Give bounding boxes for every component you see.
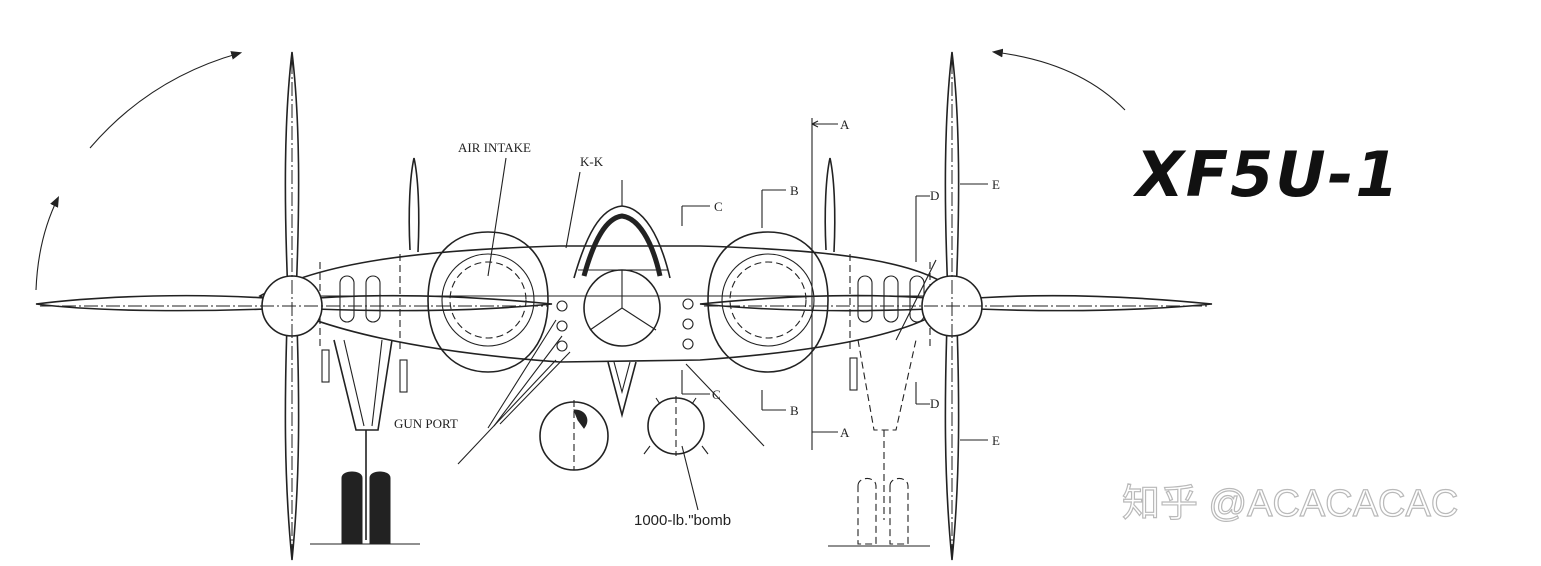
section-b-bottom-label: B	[790, 403, 799, 418]
left-landing-gear	[310, 339, 420, 545]
gun-port-label: GUN PORT	[394, 416, 458, 431]
left-air-intake	[427, 231, 549, 373]
right-landing-gear	[828, 339, 930, 547]
section-b-top-label: B	[790, 183, 799, 198]
vertical-fins	[408, 157, 836, 253]
section-a-top-label: A	[840, 117, 850, 132]
leader-lines	[457, 157, 765, 511]
air-intake-label: AIR INTAKE	[458, 140, 531, 155]
section-c-bottom-label: C	[712, 387, 721, 402]
left-propeller	[35, 51, 553, 561]
canopy	[573, 180, 671, 419]
gun-port-holes	[556, 298, 694, 352]
aircraft-title: XF5U-1	[1132, 138, 1401, 211]
rotation-arrows	[35, 48, 1126, 291]
section-c-top-label: C	[714, 199, 723, 214]
bomb-label: 1000-lb."bomb	[634, 512, 731, 529]
section-kk-label: K-K	[580, 154, 604, 169]
section-a-bottom-label: A	[840, 425, 850, 440]
watermark: 知乎 @ACACACAC	[1122, 483, 1458, 525]
section-markers	[681, 118, 988, 450]
section-e-bottom-label: E	[992, 433, 1000, 448]
right-air-intake	[707, 231, 829, 373]
section-d-top-label: D	[930, 188, 939, 203]
section-d-bottom-label: D	[930, 396, 939, 411]
section-e-top-label: E	[992, 177, 1000, 192]
bombs	[539, 396, 709, 471]
right-propeller	[699, 51, 1213, 561]
